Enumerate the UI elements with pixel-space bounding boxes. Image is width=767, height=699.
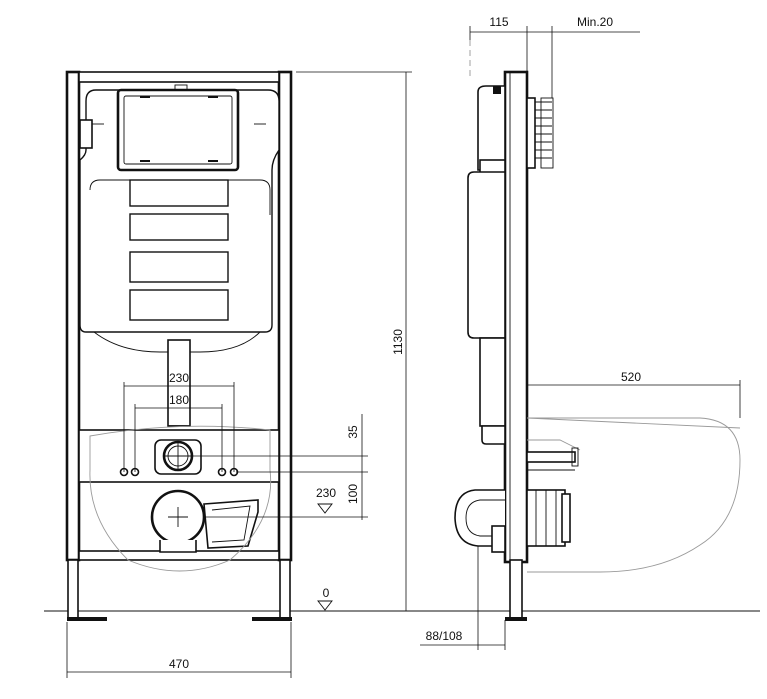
bowl-side-outline	[527, 417, 741, 573]
dim-label-100: 100	[346, 484, 360, 504]
side-inlet-fitting	[527, 447, 579, 471]
outlet-elbow-inner	[211, 505, 251, 543]
dim-label-1130: 1130	[391, 329, 405, 355]
flush-plate	[116, 88, 240, 172]
dim-label-520: 520	[621, 370, 641, 384]
level-marker	[317, 600, 333, 611]
front-right-foot	[252, 617, 292, 621]
cistern-slot-4	[129, 289, 229, 321]
dim-label-35: 35	[346, 425, 360, 439]
water-inlet-valve	[79, 119, 93, 149]
plate-top-tab	[174, 84, 188, 91]
plate-clip	[140, 96, 150, 98]
cistern-slot-2	[129, 213, 229, 241]
outlet-base	[159, 540, 197, 553]
front-right-upright	[277, 70, 293, 562]
dim-label-88-108: 88/108	[426, 629, 463, 643]
side-outlet-ribs	[535, 490, 571, 546]
dim-label-115: 115	[489, 15, 508, 29]
side-foot	[505, 617, 527, 621]
dim-label-0: 0	[323, 586, 330, 600]
side-leg	[509, 559, 523, 619]
plate-clip	[140, 160, 150, 162]
front-view: 230 180 35 100 230 0 1130 470	[65, 70, 412, 678]
cistern-lower-shell	[89, 179, 271, 215]
dim-label-470: 470	[169, 657, 189, 671]
dim-label-min20: Min.20	[577, 15, 613, 29]
front-left-upright	[65, 70, 81, 562]
bowl-rim-line	[526, 417, 741, 429]
dim-label-180: 180	[169, 393, 189, 407]
bowl-inner-line	[527, 439, 581, 451]
side-view: 115 Min.20 520 88/108	[420, 15, 741, 650]
dim-label-230-outer: 230	[169, 371, 189, 385]
front-left-foot	[67, 617, 107, 621]
front-right-leg	[279, 559, 291, 619]
side-cistern-lower	[479, 337, 506, 427]
dim-label-230-height: 230	[316, 486, 336, 500]
side-frame-post	[503, 70, 529, 564]
bowl-front-outline	[89, 425, 272, 572]
side-bracket	[491, 525, 506, 553]
side-cistern-cap	[493, 86, 501, 94]
level-marker	[317, 503, 333, 514]
side-cistern-top	[477, 85, 506, 171]
front-top-rail	[78, 71, 280, 83]
cistern-slot-3	[129, 251, 229, 283]
plate-clip	[208, 96, 218, 98]
side-actuator	[535, 97, 554, 169]
cistern-slot-1	[129, 179, 229, 207]
plate-clip	[208, 160, 218, 162]
side-inlet-pipe	[526, 451, 576, 463]
side-pipe-bend	[481, 425, 506, 445]
side-cistern-body	[467, 171, 506, 339]
front-left-leg	[67, 559, 79, 619]
flush-plate-inner	[123, 95, 233, 165]
side-outlet-elbow-inner	[465, 499, 505, 537]
side-flush-plate	[526, 97, 536, 169]
